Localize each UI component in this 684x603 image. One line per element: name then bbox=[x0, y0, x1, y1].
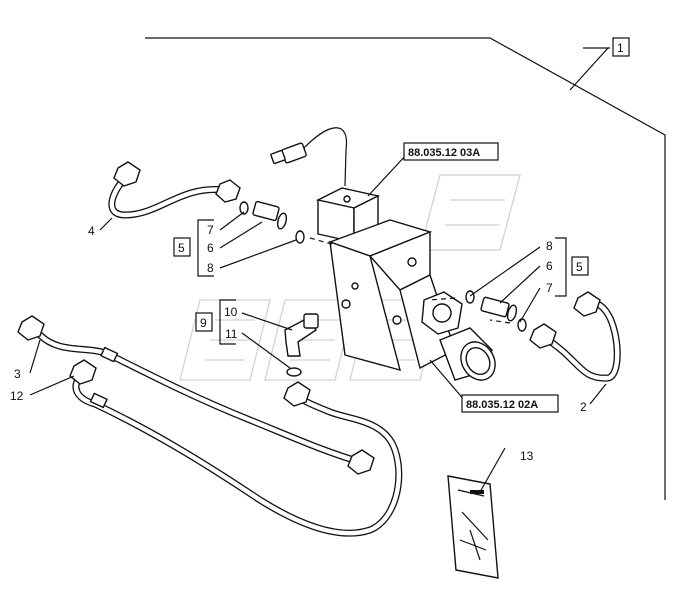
hydraulic-tube-12 bbox=[69, 359, 403, 537]
hydraulic-tube-3 bbox=[17, 315, 375, 475]
callout-7-right: 7 bbox=[546, 281, 553, 295]
callout-6-right: 6 bbox=[546, 259, 553, 273]
callout-10: 10 bbox=[224, 305, 238, 319]
callout-3: 3 bbox=[14, 367, 21, 381]
callout-2: 2 bbox=[580, 400, 587, 414]
assembly-frame-line bbox=[145, 37, 666, 500]
electrical-connector bbox=[270, 127, 348, 187]
callout-labels: 1 2 3 4 5 5 6 6 7 7 8 8 8 9 10 11 12 13 bbox=[10, 37, 630, 463]
callout-6-left: 6 bbox=[207, 241, 214, 255]
hydraulic-tube-2 bbox=[529, 291, 621, 382]
callout-1: 1 bbox=[617, 41, 624, 55]
hydraulic-tube-4 bbox=[108, 161, 241, 219]
reference-02a: 88.035.12 02A bbox=[466, 399, 538, 411]
leader-lines bbox=[29, 47, 610, 493]
callout-7-left: 7 bbox=[207, 223, 214, 237]
reference-labels: 88.035.12 03A 88.035.12 02A bbox=[403, 142, 559, 413]
callout-5-right: 5 bbox=[576, 260, 583, 274]
callout-8-right: 8 bbox=[546, 239, 553, 253]
elbow-fitting bbox=[284, 313, 319, 377]
instruction-manual bbox=[447, 475, 499, 579]
right-fittings bbox=[465, 290, 527, 332]
callout-11: 11 bbox=[225, 327, 238, 341]
callout-8-left: 8 bbox=[207, 261, 214, 275]
callout-13: 13 bbox=[520, 449, 534, 463]
callout-12: 12 bbox=[10, 389, 24, 403]
hidden-line bbox=[309, 237, 511, 324]
reference-03a: 88.035.12 03A bbox=[408, 147, 480, 159]
callout-4: 4 bbox=[88, 224, 95, 238]
callout-9: 9 bbox=[200, 316, 207, 330]
valve-block bbox=[315, 187, 496, 381]
callout-5-left: 5 bbox=[178, 241, 185, 255]
left-fittings bbox=[239, 200, 305, 244]
